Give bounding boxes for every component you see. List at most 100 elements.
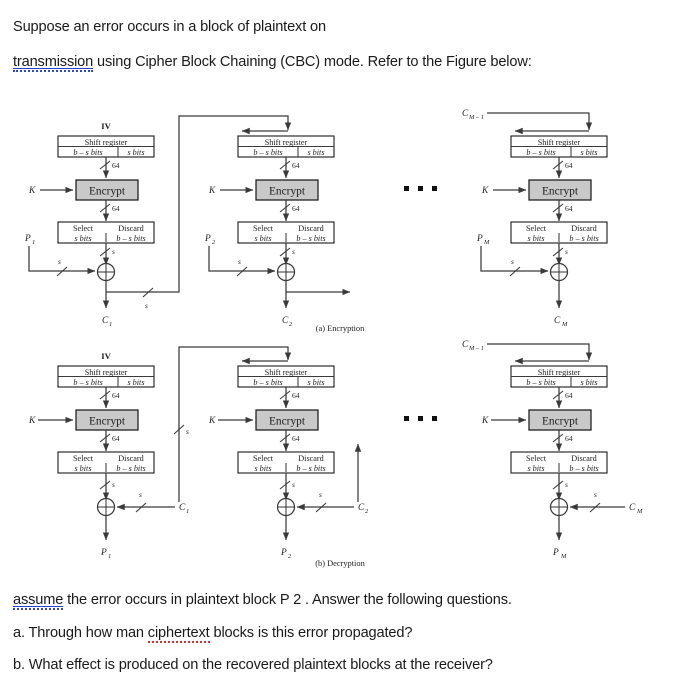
s-label-enc-1b: s: [58, 257, 61, 266]
select-bits-enc-2: s bits: [254, 234, 271, 243]
plaintext-label-enc-m: P: [476, 234, 483, 244]
encrypt-box-enc-m: [528, 179, 592, 201]
select-bits-dec-2: s bits: [254, 464, 271, 473]
plaintext-sub-enc-2: 2: [212, 239, 216, 246]
caption-decryption: (b) Decryption: [315, 559, 365, 568]
shift-register-title-dec-1: Shift register: [85, 368, 128, 377]
misspelled-word-assume: assume: [13, 592, 64, 610]
intro-line-2: transmission using Cipher Block Chaining…: [13, 54, 532, 72]
plaintext-sub-enc-1: 1: [32, 239, 35, 246]
shift-register-title-dec-2: Shift register: [265, 368, 308, 377]
shift-register-right-dec-m: s bits: [580, 378, 597, 387]
s-label-enc-ma: s: [565, 247, 568, 256]
select-title-dec-2: Select: [253, 454, 274, 463]
encrypt-box-enc-1: [75, 179, 139, 201]
key-label-dec-2: K: [208, 416, 216, 426]
select-bits-dec-1: s bits: [74, 464, 91, 473]
ciphertext-sub-enc-2: 2: [289, 321, 293, 328]
decryption-stage-m: C M – 1 Shift register b – s bits s bits…: [462, 340, 643, 560]
discard-title-enc-1: Discard: [118, 224, 143, 233]
intro-line-1: Suppose an error occurs in a block of pl…: [13, 19, 326, 36]
ciphertext-sub-enc-1: 1: [109, 321, 112, 328]
ciphertext-sub-enc-m: M: [561, 321, 568, 328]
decryption-stage-2: Shift register b – s bits s bits 64 K En…: [208, 357, 369, 560]
select-title-dec-m: Select: [526, 454, 547, 463]
s-label-enc-feedback-1: s: [145, 301, 148, 310]
select-title-enc-m: Select: [526, 224, 547, 233]
ciphertext-label-enc-2: C: [282, 316, 289, 326]
ciphertext-label-dec-m: C: [629, 503, 636, 513]
shift-register-right-enc-2: s bits: [307, 148, 324, 157]
shift-register-title-dec-m: Shift register: [538, 368, 581, 377]
key-label-enc-1: K: [28, 186, 36, 196]
s-label-dec-2b: s: [319, 490, 322, 499]
key-label-enc-2: K: [208, 186, 216, 196]
key-label-dec-1: K: [28, 416, 36, 426]
outro-line-1: assume the error occurs in plaintext blo…: [13, 592, 512, 610]
question-a-post: blocks is this error propagated?: [209, 625, 413, 641]
ciphertext-label-enc-1: C: [102, 316, 109, 326]
feedback-label-dec-m: C: [462, 340, 469, 350]
select-bits-enc-1: s bits: [74, 234, 91, 243]
ciphertext-label-dec-2: C: [358, 503, 365, 513]
select-title-dec-1: Select: [73, 454, 94, 463]
discard-title-enc-2: Discard: [298, 224, 323, 233]
feedback-path-dec-1: [178, 346, 292, 502]
question-a: a. Through how man ciphertext blocks is …: [13, 625, 413, 643]
ciphertext-sub-dec-1: 1: [186, 508, 189, 515]
ellipsis-encryption: [404, 186, 437, 191]
encrypt-box-enc-2: [255, 179, 319, 201]
question-b-text: b. What effect is produced on the recove…: [13, 657, 493, 673]
discard-bits-enc-1: b – s bits: [116, 234, 145, 243]
s-label-enc-1a: s: [112, 247, 115, 256]
shift-register-right-enc-m: s bits: [580, 148, 597, 157]
shift-register-left-enc-m: b – s bits: [526, 148, 555, 157]
plaintext-sub-dec-1: 1: [108, 553, 111, 560]
shift-register-right-dec-1: s bits: [127, 378, 144, 387]
encryption-stage-2: Shift register b – s bits s bits 64 K En…: [204, 127, 351, 328]
encrypt-label-enc-2: Encrypt: [269, 186, 306, 198]
plaintext-sub-enc-m: M: [483, 239, 490, 246]
caption-encryption: (a) Encryption: [316, 324, 365, 333]
shift-register-right-enc-1: s bits: [127, 148, 144, 157]
encryption-stage-1: IV Shift register b – s bits s bits 64 K…: [24, 115, 292, 328]
bus-width-dec-mb: 64: [565, 434, 573, 443]
encrypt-label-dec-2: Encrypt: [269, 416, 306, 428]
discard-bits-dec-2: b – s bits: [296, 464, 325, 473]
ciphertext-label-dec-1: C: [179, 503, 186, 513]
misspelled-word-transmission: transmission: [13, 54, 94, 72]
ciphertext-label-enc-m: C: [554, 316, 561, 326]
shift-register-right-dec-2: s bits: [307, 378, 324, 387]
misspelled-word-ciphertext: ciphertext: [147, 625, 210, 643]
bus-width-enc-1a: 64: [112, 161, 120, 170]
question-b: b. What effect is produced on the recove…: [13, 657, 493, 674]
feedback-label-enc-m: C: [462, 109, 469, 119]
intro-line-2-rest: using Cipher Block Chaining (CBC) mode. …: [93, 54, 532, 70]
ellipsis-decryption: [404, 416, 437, 421]
encryption-diagram: IV Shift register b – s bits s bits 64 K…: [24, 109, 608, 333]
s-label-dec-1a: s: [112, 480, 115, 489]
encryption-stage-m: C M – 1 Shift register b – s bits s bits…: [462, 109, 608, 328]
feedback-sub-dec-m: M – 1: [468, 345, 484, 352]
ciphertext-sub-dec-2: 2: [365, 508, 369, 515]
shift-register-title-enc-2: Shift register: [265, 138, 308, 147]
encrypt-label-dec-m: Encrypt: [542, 416, 579, 428]
plaintext-label-enc-1: P: [24, 234, 31, 244]
s-label-enc-2a: s: [292, 247, 295, 256]
key-label-enc-m: K: [481, 186, 489, 196]
s-label-dec-feedback-1: s: [186, 427, 189, 436]
bus-width-dec-ma: 64: [565, 391, 573, 400]
plaintext-sub-dec-m: M: [560, 553, 567, 560]
s-label-dec-mb: s: [594, 490, 597, 499]
plaintext-label-dec-m: P: [552, 548, 559, 558]
ciphertext-sub-dec-m: M: [636, 508, 643, 515]
shift-register-left-enc-1: b – s bits: [73, 148, 102, 157]
select-title-enc-1: Select: [73, 224, 94, 233]
shift-register-left-dec-1: b – s bits: [73, 378, 102, 387]
select-bits-dec-m: s bits: [527, 464, 544, 473]
s-label-dec-ma: s: [565, 480, 568, 489]
s-label-enc-2b: s: [238, 257, 241, 266]
bus-width-enc-ma: 64: [565, 161, 573, 170]
encrypt-label-enc-m: Encrypt: [542, 186, 579, 198]
bus-width-enc-2b: 64: [292, 204, 300, 213]
